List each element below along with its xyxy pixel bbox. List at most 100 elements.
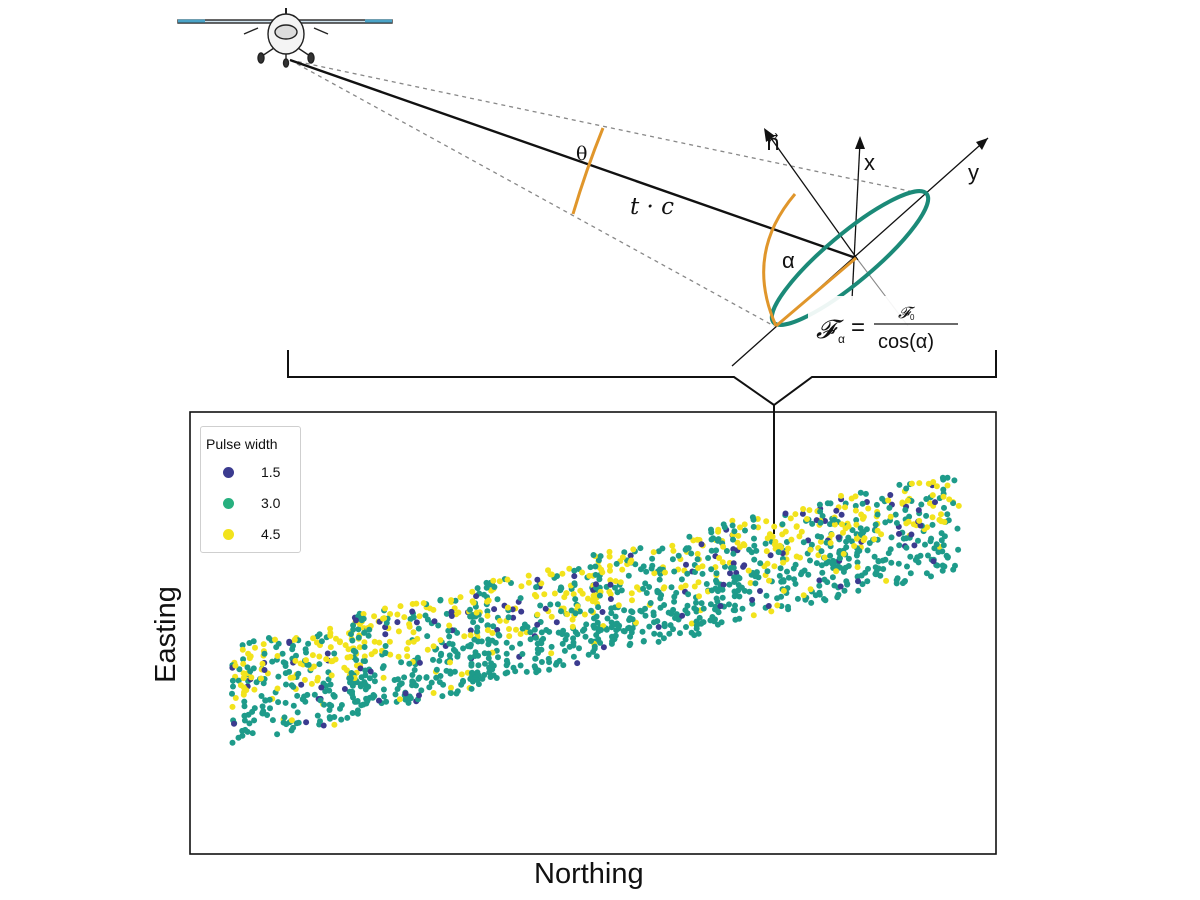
scan-point bbox=[525, 572, 532, 579]
scan-point bbox=[591, 643, 598, 650]
scan-point bbox=[708, 536, 715, 543]
scan-point bbox=[804, 516, 810, 522]
scan-point bbox=[241, 712, 248, 719]
scan-point bbox=[448, 597, 455, 604]
scan-point bbox=[837, 583, 844, 590]
scan-point bbox=[607, 591, 614, 598]
scan-point bbox=[447, 659, 453, 666]
scan-point bbox=[547, 571, 554, 578]
scan-point bbox=[496, 617, 503, 624]
scan-point bbox=[888, 534, 895, 541]
scan-point bbox=[485, 655, 492, 662]
scan-point bbox=[413, 682, 419, 689]
scan-point bbox=[531, 626, 538, 633]
scan-point bbox=[366, 675, 373, 682]
scan-point bbox=[241, 698, 248, 705]
scan-point bbox=[669, 542, 676, 549]
scan-point bbox=[777, 565, 784, 572]
scan-point bbox=[768, 608, 775, 615]
scan-point bbox=[457, 594, 464, 601]
scan-point bbox=[859, 500, 866, 507]
scan-point bbox=[716, 555, 723, 561]
scan-point bbox=[371, 672, 378, 679]
scan-point bbox=[833, 507, 840, 514]
scan-point bbox=[338, 716, 345, 723]
scan-point bbox=[924, 524, 931, 531]
scan-point bbox=[726, 581, 733, 588]
scan-point bbox=[347, 675, 354, 682]
scan-point bbox=[301, 676, 308, 683]
scan-point bbox=[657, 595, 664, 602]
scan-point bbox=[673, 589, 680, 596]
scan-point bbox=[380, 674, 387, 681]
scan-point bbox=[821, 596, 827, 602]
scan-point bbox=[229, 739, 236, 746]
scan-point bbox=[648, 565, 655, 572]
scan-point bbox=[259, 703, 266, 710]
scan-point bbox=[572, 629, 579, 636]
scan-point bbox=[665, 609, 672, 616]
scan-point bbox=[783, 539, 790, 545]
normal-vector-arrowhead bbox=[764, 128, 775, 142]
scan-point bbox=[887, 546, 894, 553]
scan-point bbox=[510, 664, 517, 671]
scan-point bbox=[569, 623, 576, 630]
scan-point bbox=[572, 610, 579, 617]
scan-point bbox=[331, 693, 338, 700]
scan-point bbox=[713, 570, 720, 577]
scan-point bbox=[367, 668, 374, 675]
scan-point bbox=[336, 639, 343, 646]
incidence-angle-arc bbox=[762, 193, 797, 327]
scan-point bbox=[626, 624, 633, 631]
scan-point bbox=[841, 587, 848, 594]
scan-point bbox=[764, 535, 771, 542]
scan-point bbox=[348, 670, 355, 676]
scan-point bbox=[757, 560, 764, 567]
scan-point bbox=[588, 638, 594, 644]
scan-point bbox=[360, 611, 367, 617]
scan-point bbox=[668, 584, 675, 591]
scan-point bbox=[510, 614, 517, 621]
scan-point bbox=[762, 540, 769, 547]
scan-point bbox=[940, 542, 947, 549]
scan-point bbox=[646, 623, 653, 630]
scan-point bbox=[496, 578, 503, 585]
scan-point bbox=[684, 602, 691, 609]
scan-point bbox=[801, 567, 808, 574]
scan-point bbox=[371, 613, 378, 620]
scan-point bbox=[409, 672, 416, 678]
scan-point bbox=[746, 588, 753, 595]
legend-label-high: 4.5 bbox=[261, 526, 281, 542]
scan-point bbox=[587, 564, 594, 571]
scan-point bbox=[361, 653, 368, 660]
scan-point bbox=[553, 619, 560, 626]
scan-point bbox=[314, 677, 321, 684]
scan-point bbox=[308, 680, 315, 687]
scan-point bbox=[328, 672, 335, 679]
scan-point bbox=[229, 690, 235, 697]
scan-point bbox=[642, 612, 649, 619]
scan-point bbox=[764, 568, 771, 575]
scan-point bbox=[519, 651, 526, 657]
scan-point bbox=[363, 700, 370, 707]
scan-point bbox=[634, 584, 640, 591]
scan-point bbox=[638, 566, 644, 573]
scan-point bbox=[548, 613, 555, 620]
scan-point bbox=[818, 534, 825, 540]
scan-point bbox=[574, 660, 581, 667]
airplane-icon bbox=[177, 8, 393, 68]
scan-point bbox=[717, 603, 724, 610]
scan-point bbox=[669, 556, 676, 563]
scan-point bbox=[245, 650, 252, 657]
scan-point bbox=[915, 537, 921, 544]
scan-point bbox=[279, 650, 286, 657]
scan-point bbox=[730, 550, 737, 557]
y-axis-label: y bbox=[968, 160, 979, 185]
scan-point bbox=[871, 553, 878, 560]
scan-point bbox=[439, 693, 446, 700]
scan-point bbox=[558, 608, 564, 615]
scan-point bbox=[831, 521, 838, 528]
scan-point bbox=[574, 603, 581, 610]
scan-point bbox=[896, 542, 903, 549]
scan-point bbox=[260, 708, 267, 715]
